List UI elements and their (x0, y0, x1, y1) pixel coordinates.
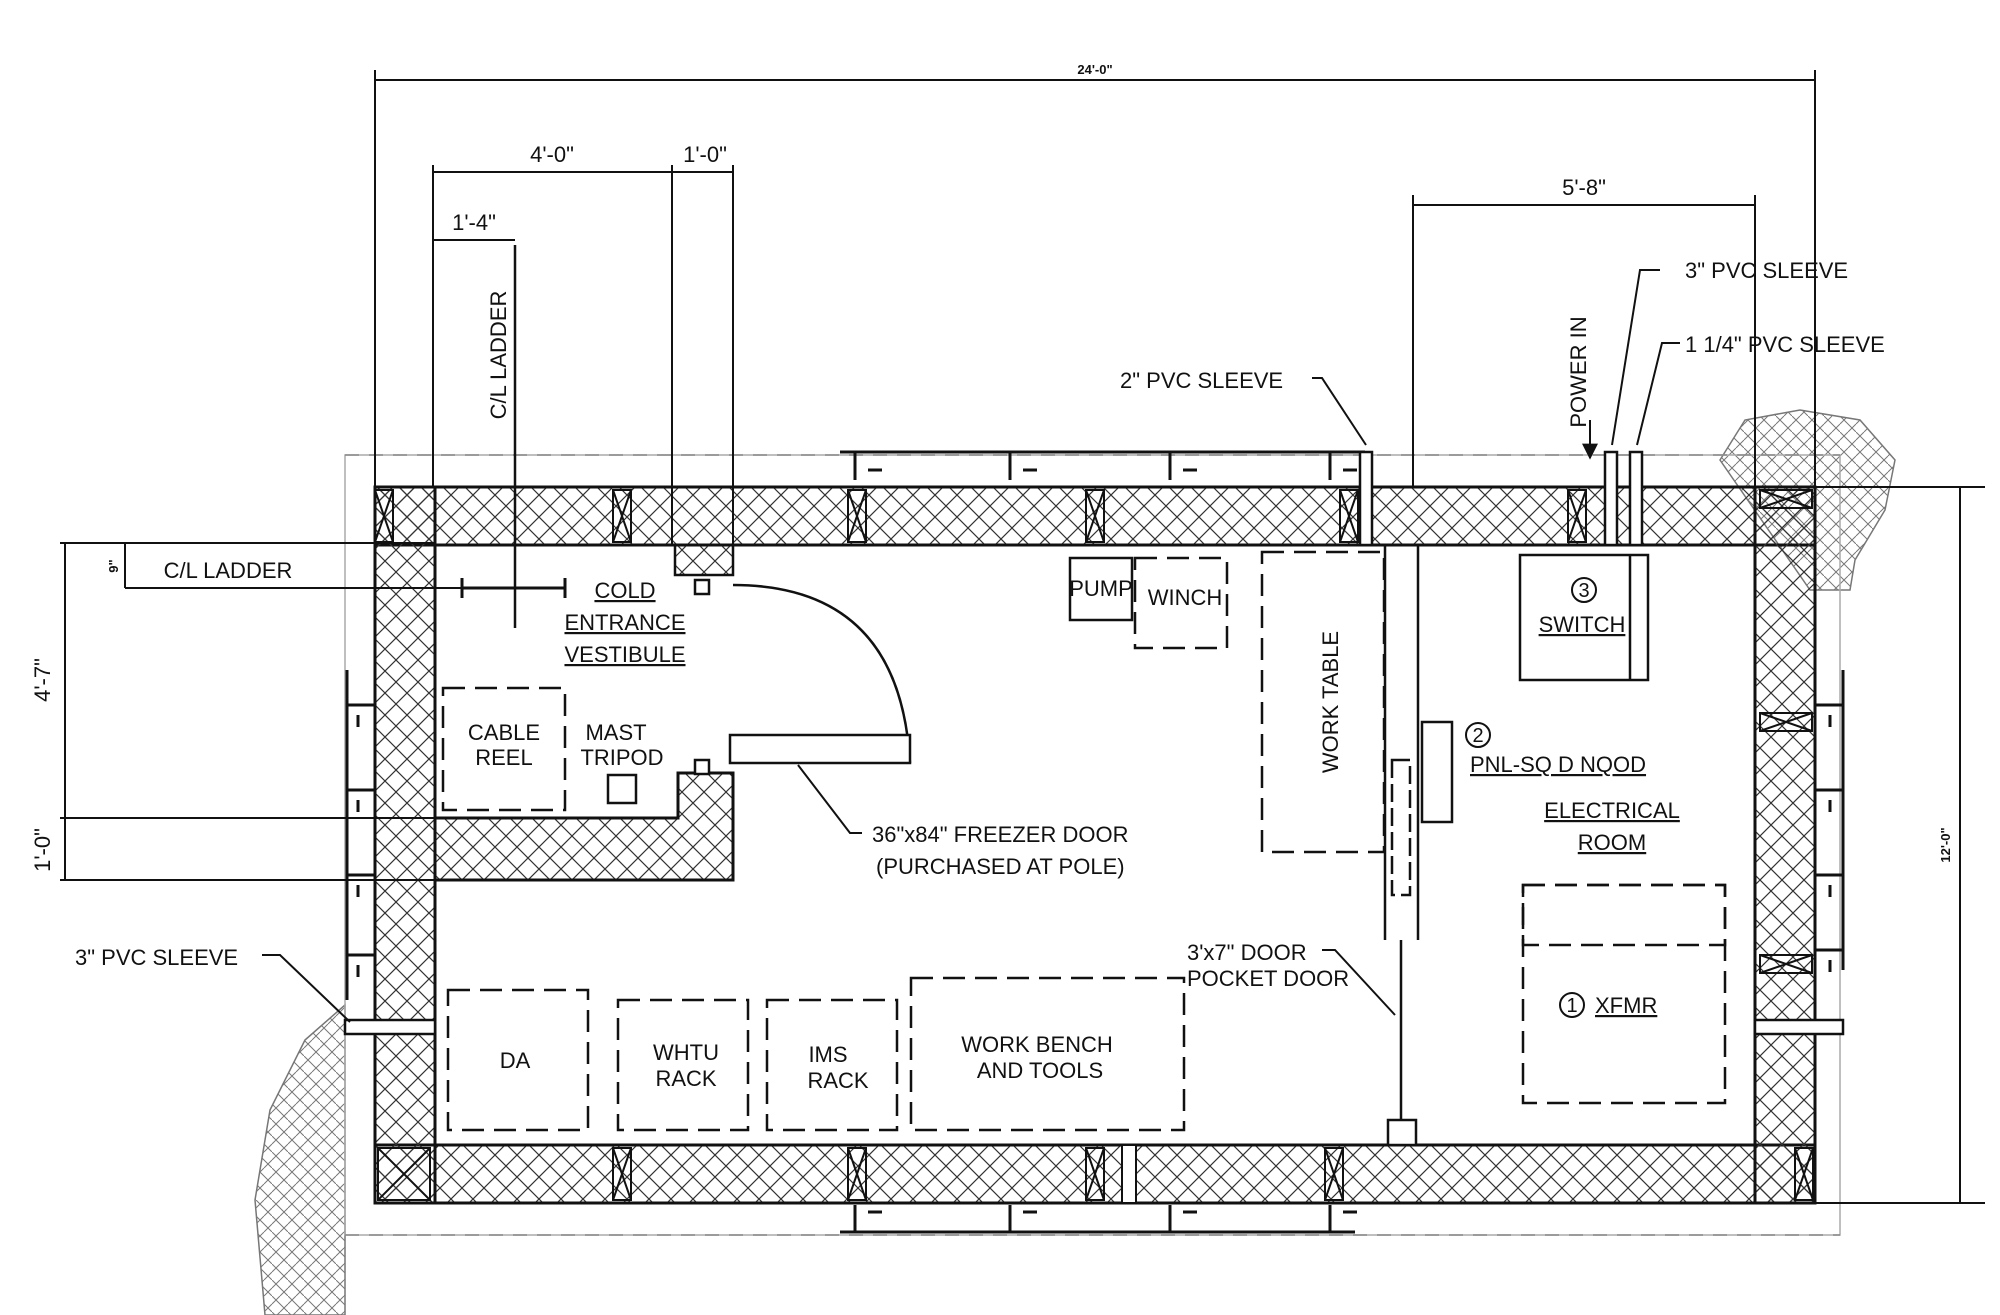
pump-box (1068, 556, 1134, 622)
switch-box (1518, 553, 1650, 682)
xfmr-upper-box (1521, 883, 1727, 947)
label-sleeve-114: 1 1/4" PVC SLEEVE (1685, 332, 1885, 357)
label-work-table: WORK TABLE (1318, 631, 1343, 773)
winch-box (1133, 556, 1229, 650)
cable-reel-box (441, 686, 567, 812)
dim-5ft8: 5'-8" (1562, 175, 1606, 200)
label-freezer-door-2: (PURCHASED AT POLE) (876, 854, 1125, 879)
label-switch: SWITCH (1539, 612, 1626, 637)
xfmr-tag-circle (1559, 992, 1585, 1018)
label-whtu-rack-2: RACK (655, 1066, 716, 1091)
label-pocket-door-2: POCKET DOOR (1187, 966, 1349, 991)
work-bench-box (909, 976, 1186, 1132)
label-whtu-rack-1: WHTU (653, 1040, 719, 1065)
label-cl-ladder-horizontal: C/L LADDER (164, 558, 293, 583)
label-cl-ladder-vertical: C/L LADDER (486, 291, 511, 420)
label-cable-reel-1: CABLE (468, 720, 540, 745)
label-pocket-door-1: 3'x7" DOOR (1187, 940, 1307, 965)
foundation-piers (345, 450, 1845, 1234)
dim-1ft-left: 1'-0" (30, 828, 55, 872)
label-cable-reel-2: REEL (475, 745, 532, 770)
dim-overall-width: 24'-0" (1077, 62, 1112, 77)
panel-tag-num: 2 (1472, 725, 1483, 747)
label-electrical-room-2: ROOM (1578, 830, 1646, 855)
ims-rack-box (765, 998, 899, 1132)
label-work-bench-2: AND TOOLS (977, 1058, 1103, 1083)
work-table-box (1260, 550, 1386, 854)
label-work-bench-1: WORK BENCH (961, 1032, 1113, 1057)
dimension-lines (60, 70, 1985, 1204)
panel-tag-circle (1465, 722, 1491, 748)
whtu-rack-box (616, 998, 750, 1132)
xfmr-tag-num: 1 (1566, 995, 1577, 1017)
label-sleeve-2in: 2" PVC SLEEVE (1120, 368, 1283, 393)
label-sleeve-3in-left: 3" PVC SLEEVE (75, 945, 238, 970)
ground-rock-left (254, 1003, 346, 1315)
label-mast-tripod-2: TRIPOD (580, 745, 663, 770)
ladder-symbol (460, 245, 567, 628)
wall-studs (374, 489, 1814, 1201)
freezer-door-swing (693, 578, 912, 776)
wall-left (373, 485, 437, 1205)
label-pump: PUMP (1069, 576, 1133, 601)
label-sleeve-3in-top: 3" PVC SLEEVE (1685, 258, 1848, 283)
label-cold-entrance-3: VESTIBULE (564, 642, 685, 667)
dim-1ft-top: 1'-0" (683, 142, 727, 167)
label-ims-rack-1: IMS (808, 1042, 847, 1067)
dim-4ft: 4'-0" (530, 142, 574, 167)
dim-1ft4: 1'-4" (452, 210, 496, 235)
label-da: DA (500, 1048, 531, 1073)
bottom-wall-gap (1121, 1144, 1137, 1204)
label-power-in: POWER IN (1566, 316, 1591, 427)
wall-right (1753, 485, 1817, 1205)
label-freezer-door-1: 36"x84" FREEZER DOOR (872, 822, 1128, 847)
da-box (446, 988, 590, 1132)
vestibule-post (673, 543, 735, 577)
leader-lines (262, 269, 1680, 1023)
label-electrical-room-1: ELECTRICAL (1544, 798, 1680, 823)
mast-tripod-box (606, 773, 638, 805)
panel-box (1420, 720, 1454, 824)
label-panel: PNL-SQ D NQOD (1470, 752, 1646, 777)
label-xfmr: XFMR (1595, 993, 1657, 1018)
label-cold-entrance-2: ENTRANCE (564, 610, 685, 635)
switch-tag-num: 3 (1578, 580, 1589, 602)
label-cold-entrance-1: COLD (594, 578, 655, 603)
label-ims-rack-2: RACK (807, 1068, 868, 1093)
label-winch: WINCH (1148, 585, 1223, 610)
dim-9in: 9" (106, 559, 121, 572)
dim-4ft7: 4'-7" (30, 658, 55, 702)
label-mast-tripod-1: MAST (585, 720, 646, 745)
pvc-sleeves (343, 450, 1845, 1036)
dim-overall-depth: 12'-0" (1938, 827, 1953, 862)
switch-tag-circle (1571, 577, 1597, 603)
